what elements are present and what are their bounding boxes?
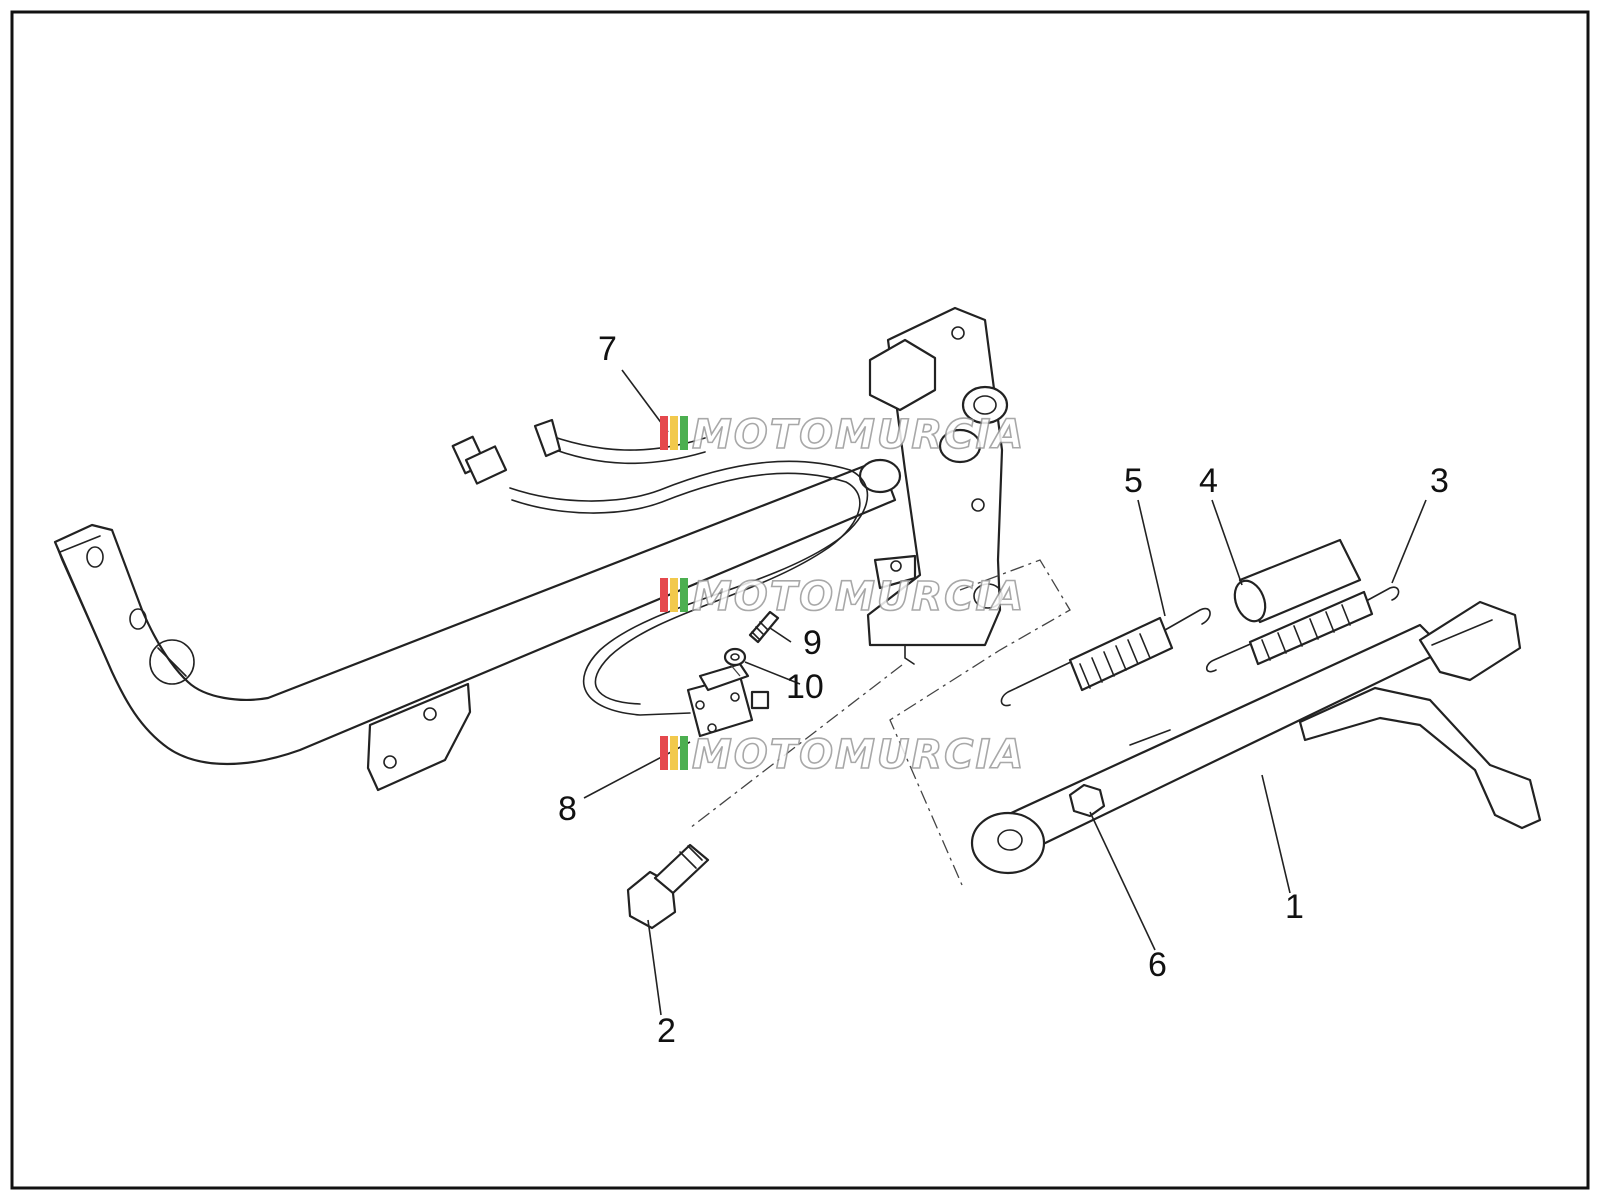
- watermark-stripe-red: [660, 736, 668, 770]
- watermark-text: MOTOMURCIA: [692, 732, 1025, 778]
- watermark-bottom: MOTOMURCIA: [660, 731, 1025, 779]
- watermark-text: MOTOMURCIA: [692, 574, 1025, 620]
- callout-6: 6: [1148, 946, 1167, 984]
- watermark-stripe-green: [680, 416, 688, 450]
- pivot-bolt: [626, 843, 710, 930]
- switch-screw: [748, 610, 780, 644]
- spring-outer: [1000, 607, 1211, 707]
- watermark-text: MOTOMURCIA: [692, 412, 1025, 458]
- mounting-bracket: [858, 306, 1009, 665]
- watermark-stripe-red: [660, 578, 668, 612]
- callout-3: 3: [1430, 462, 1449, 500]
- watermark-stripe-yellow: [670, 736, 678, 770]
- spring-sleeve: [1233, 538, 1362, 624]
- callout-8: 8: [558, 790, 577, 828]
- watermark-middle: MOTOMURCIA: [660, 573, 1025, 621]
- watermark-top: MOTOMURCIA: [660, 411, 1025, 459]
- watermark-stripe-yellow: [670, 578, 678, 612]
- watermark-stripe-green: [680, 736, 688, 770]
- callout-9: 9: [803, 624, 822, 662]
- watermark-stripe-green: [680, 578, 688, 612]
- assembly-lines: [689, 559, 1071, 886]
- stand-nut: [1068, 783, 1106, 818]
- cable-harness: [451, 418, 869, 716]
- spring-inner: [1205, 586, 1400, 673]
- watermark-stripe-yellow: [670, 416, 678, 450]
- callout-1: 1: [1285, 888, 1304, 926]
- diagram-frame: [10, 10, 1590, 1190]
- washer: [723, 647, 747, 667]
- callout-10: 10: [786, 668, 824, 706]
- callout-7: 7: [598, 330, 617, 368]
- stand-switch: [686, 662, 770, 738]
- callout-5: 5: [1124, 462, 1143, 500]
- watermark-stripe-red: [660, 416, 668, 450]
- callout-4: 4: [1199, 462, 1218, 500]
- callout-2: 2: [657, 1012, 676, 1050]
